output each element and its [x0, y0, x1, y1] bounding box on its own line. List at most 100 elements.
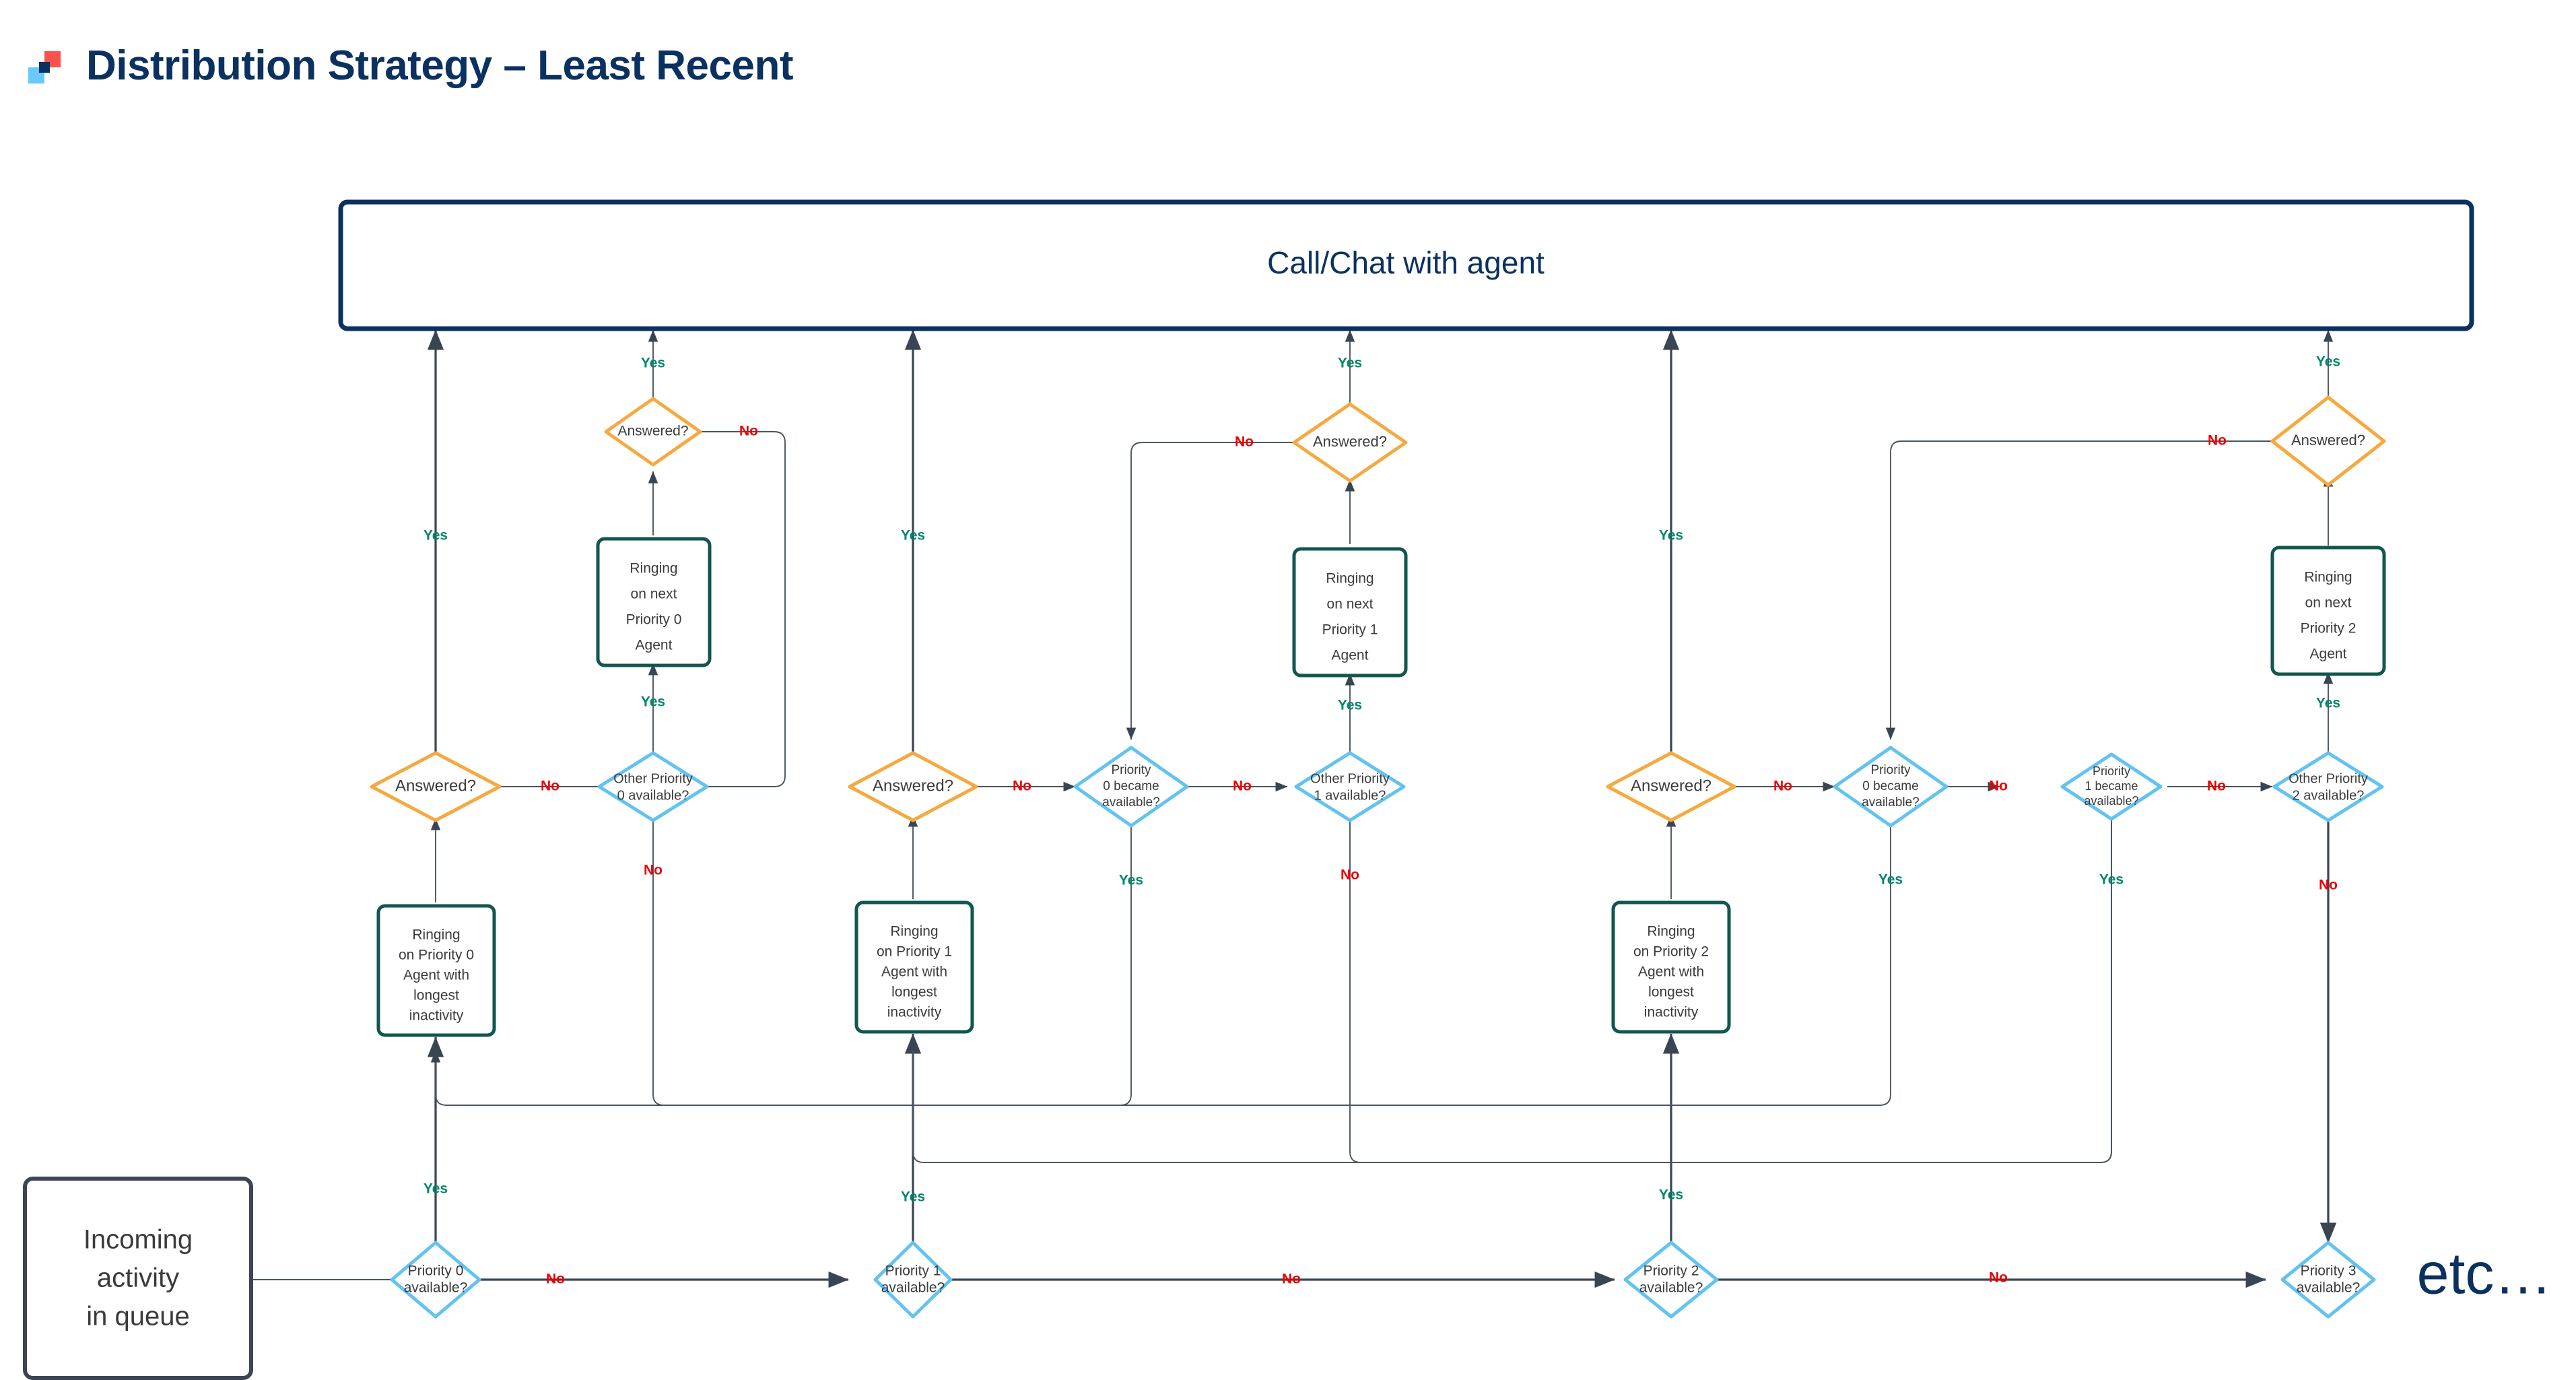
- node-answered-p1-next: Answered?: [1292, 402, 1408, 483]
- p0-next-ring-line-1: Ringing: [630, 561, 677, 577]
- p0-avail-line-1: Priority 0: [408, 1263, 464, 1279]
- edge-label-yes-p2-p0-became: Yes: [1878, 872, 1903, 888]
- node-other-priority-1-available: Other Priority 1 available?: [1294, 751, 1406, 822]
- edge-labels-layer: Yes No Yes No Yes No Yes No Yes No Yes N…: [423, 354, 2340, 1287]
- p1-p0-became-line-3: available?: [1102, 795, 1160, 810]
- p2-p0-became-line-3: available?: [1862, 795, 1920, 810]
- p3-avail-line-1: Priority 3: [2301, 1263, 2357, 1279]
- p2-p0-became-line-2: 0 became: [1862, 779, 1918, 793]
- page-header: Distribution Strategy – Least Recent: [0, 0, 2576, 121]
- p2-next-ring-line-4: Agent: [2310, 647, 2347, 662]
- p1-avail-line-2: available?: [881, 1280, 945, 1296]
- p1-ring-line-1: Ringing: [890, 924, 938, 940]
- incoming-line-2: activity: [97, 1263, 179, 1293]
- node-other-priority-0-available: Other Priority 0 available?: [597, 751, 709, 822]
- node-priority-1-available: Priority 1 available?: [873, 1241, 953, 1319]
- p1-ring-line-5: inactivity: [887, 1005, 942, 1020]
- edge-label-no-p1-next-answered: No: [1235, 434, 1254, 450]
- node-other-priority-2-available: Other Priority 2 available?: [2272, 751, 2384, 822]
- node-ringing-priority-0-agent: Ringing on Priority 0 Agent with longest…: [376, 904, 496, 1037]
- edge-label-yes-p1-next-answered: Yes: [1338, 356, 1362, 371]
- edge-label-no-p2-avail: No: [1989, 1270, 2008, 1286]
- edge-label-no-p1-other: No: [1341, 867, 1359, 883]
- p2-avail-line-1: Priority 2: [1643, 1263, 1699, 1279]
- node-ringing-next-priority-1-agent: Ringing on next Priority 1 Agent: [1292, 547, 1408, 678]
- p2-p0-became-line-1: Priority: [1870, 763, 1911, 777]
- p2-next-answered-label: Answered?: [2291, 432, 2365, 449]
- p0-answered-label: Answered?: [395, 777, 476, 795]
- p1-other-line-1: Other Priority: [1310, 771, 1390, 786]
- edge-label-no-p2-answered: No: [1773, 779, 1792, 794]
- edge-label-yes-p2-avail: Yes: [1659, 1187, 1683, 1203]
- p0-next-ring-line-2: on next: [631, 587, 677, 602]
- edge-label-yes-p2-next-answered: Yes: [2316, 354, 2340, 370]
- edge-label-yes-p1-avail: Yes: [901, 1189, 925, 1205]
- node-priority-1-became-available-p2: Priority 1 became available?: [2060, 752, 2163, 821]
- edge-label-yes-p2-answered: Yes: [1659, 528, 1683, 544]
- p2-next-ring-line-2: on next: [2305, 595, 2352, 611]
- node-priority-0-available: Priority 0 available?: [390, 1241, 481, 1319]
- p1-next-ring-line-3: Priority 1: [1322, 622, 1378, 638]
- edge-label-yes-p0-avail: Yes: [423, 1181, 448, 1197]
- node-ringing-next-priority-2-agent: Ringing on next Priority 2 Agent: [2270, 546, 2386, 676]
- p2-p1-became-line-3: available?: [2084, 794, 2138, 808]
- p2-other-line-1: Other Priority: [2289, 771, 2368, 786]
- node-answered-p2: Answered?: [1606, 751, 1736, 822]
- p1-ring-line-4: longest: [891, 985, 937, 1000]
- edge-label-yes-p1-other: Yes: [1338, 698, 1362, 713]
- p0-other-line-1: Other Priority: [613, 771, 693, 786]
- node-priority-2-available: Priority 2 available?: [1623, 1241, 1719, 1319]
- edges-layer: [250, 329, 2337, 1288]
- node-answered-p1: Answered?: [848, 751, 978, 822]
- edge-label-yes-p0-next-answered: Yes: [641, 356, 665, 371]
- edge-label-no-p1-answered: No: [1013, 779, 1031, 794]
- p2-ring-line-3: Agent with: [1638, 964, 1704, 980]
- p0-next-ring-line-4: Agent: [636, 638, 673, 653]
- p0-ring-line-2: on Priority 0: [399, 948, 474, 963]
- p1-next-ring-line-2: on next: [1327, 597, 1374, 612]
- p0-ring-line-1: Ringing: [412, 927, 460, 943]
- edge-label-yes-p2-other: Yes: [2316, 696, 2340, 711]
- call-chat-node: Call/Chat with agent: [338, 199, 2474, 331]
- incoming-activity-node: Incoming activity in queue: [23, 1177, 253, 1380]
- edge-label-no-p2-other: No: [2319, 878, 2338, 893]
- edge-label-no-p1-p0-became: No: [1233, 779, 1252, 794]
- edge-label-yes-p0-answered: Yes: [423, 528, 448, 544]
- p0-other-line-2: 0 available?: [617, 788, 689, 803]
- edge-label-no-p2-p0-became: No: [1989, 779, 2008, 794]
- edge-label-yes-p2-p1-became: Yes: [2099, 872, 2124, 888]
- p1-next-ring-line-4: Agent: [1332, 648, 1369, 663]
- edge-label-no-p0-other: No: [644, 863, 663, 878]
- edge-label-yes-p1-answered: Yes: [901, 528, 925, 544]
- node-answered-p2-next: Answered?: [2270, 395, 2386, 487]
- node-priority-0-became-available-p1: Priority 0 became available?: [1073, 746, 1189, 828]
- p0-ring-line-4: longest: [413, 988, 459, 1004]
- p0-ring-line-5: inactivity: [409, 1008, 464, 1024]
- call-chat-label: Call/Chat with agent: [1267, 245, 1545, 280]
- p1-other-line-2: 1 available?: [1314, 788, 1386, 803]
- p2-next-ring-line-1: Ringing: [2304, 570, 2352, 585]
- p2-ring-line-1: Ringing: [1647, 924, 1695, 940]
- node-answered-p0: Answered?: [370, 751, 502, 822]
- p1-ring-line-3: Agent with: [881, 964, 947, 980]
- edge-label-no-p0-avail: No: [546, 1272, 565, 1287]
- p1-ring-line-2: on Priority 1: [877, 944, 952, 960]
- p2-p1-became-line-2: 1 became: [2084, 779, 2138, 793]
- edge-label-no-p0-next-answered: No: [739, 424, 758, 439]
- p2-ring-line-5: inactivity: [1644, 1005, 1699, 1020]
- node-answered-p0-next: Answered?: [604, 397, 702, 467]
- node-ringing-priority-1-agent: Ringing on Priority 1 Agent with longest…: [854, 900, 974, 1034]
- node-ringing-next-priority-0-agent: Ringing on next Priority 0 Agent: [596, 537, 712, 667]
- edge-label-yes-p0-other: Yes: [641, 694, 665, 710]
- edge-label-no-p2-next-answered: No: [2208, 433, 2227, 449]
- incoming-line-3: in queue: [86, 1302, 189, 1332]
- p1-p0-became-line-1: Priority: [1111, 763, 1151, 777]
- p2-p1-became-line-1: Priority: [2093, 764, 2130, 778]
- page-title: Distribution Strategy – Least Recent: [86, 42, 794, 89]
- brand-logo-icon: [26, 48, 63, 86]
- p0-ring-line-3: Agent with: [403, 968, 469, 983]
- p0-next-ring-line-3: Priority 0: [626, 612, 682, 628]
- p2-ring-line-2: on Priority 2: [1633, 944, 1709, 960]
